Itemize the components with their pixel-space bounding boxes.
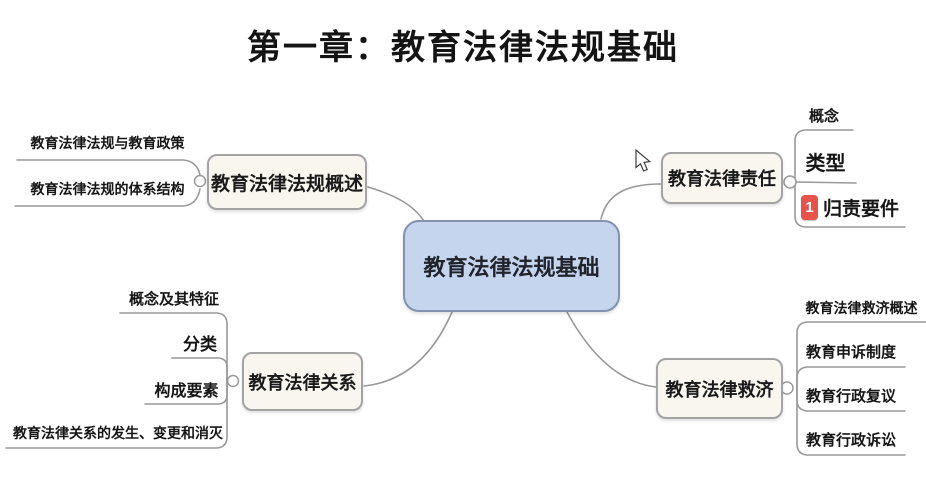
branch-node-relation[interactable]: 教育法律关系: [242, 352, 363, 411]
underline-structure: [14, 188, 201, 207]
child-topic-concept-feature[interactable]: 概念及其特征: [128, 290, 219, 308]
child-topic-type[interactable]: 类型: [805, 152, 846, 175]
child-topic-concept[interactable]: 概念: [808, 108, 839, 125]
page-title: 第一章：教育法律法规基础: [247, 29, 679, 67]
underline-concept-feature: [119, 312, 228, 382]
underline-litigation: [796, 387, 906, 456]
connector-overview-central: [367, 186, 425, 222]
branch-node-remedy[interactable]: 教育法律救济: [656, 358, 783, 419]
underline-guize: [794, 181, 906, 228]
central-topic[interactable]: 教育法律法规基础: [403, 220, 620, 312]
underline-occurrence: [5, 380, 228, 449]
child-topic-policy[interactable]: 教育法律法规与教育政策: [30, 135, 185, 151]
connector-central-relation: [363, 311, 453, 387]
collapse-toggle-relation[interactable]: [226, 374, 240, 388]
child-topic-appeal[interactable]: 教育申诉制度: [805, 343, 896, 361]
underline-appeal: [796, 366, 906, 389]
branch-node-overview[interactable]: 教育法律法规概述: [207, 154, 367, 210]
child-topic-litigation[interactable]: 教育行政诉讼: [805, 431, 896, 449]
child-topic-occurrence[interactable]: 教育法律关系的发生、变更和消灭: [13, 425, 223, 441]
child-topic-elements[interactable]: 构成要素: [154, 382, 219, 400]
numbered-marker-1-icon: 1: [800, 194, 818, 220]
child-topic-remedy-overview[interactable]: 教育法律救济概述: [805, 299, 918, 316]
underline-type: [795, 181, 857, 184]
child-topic-guize-label: 归责要件: [822, 198, 899, 220]
underline-policy: [16, 159, 201, 176]
underline-classification: [171, 357, 228, 382]
connector-central-remedy: [566, 311, 657, 388]
child-topic-structure[interactable]: 教育法律法规的体系结构: [30, 181, 185, 197]
connector-central-responsibility: [600, 183, 662, 220]
collapse-toggle-responsibility[interactable]: [783, 175, 797, 189]
collapse-toggle-overview[interactable]: [193, 174, 207, 188]
branch-node-responsibility[interactable]: 教育法律责任: [661, 152, 783, 204]
underline-concept: [794, 129, 854, 183]
child-topic-classification[interactable]: 分类: [183, 334, 217, 354]
underline-remedy-overview: [796, 321, 926, 389]
child-topic-review[interactable]: 教育行政复议: [805, 387, 896, 405]
child-topic-guize[interactable]: 1 归责要件: [795, 192, 905, 222]
